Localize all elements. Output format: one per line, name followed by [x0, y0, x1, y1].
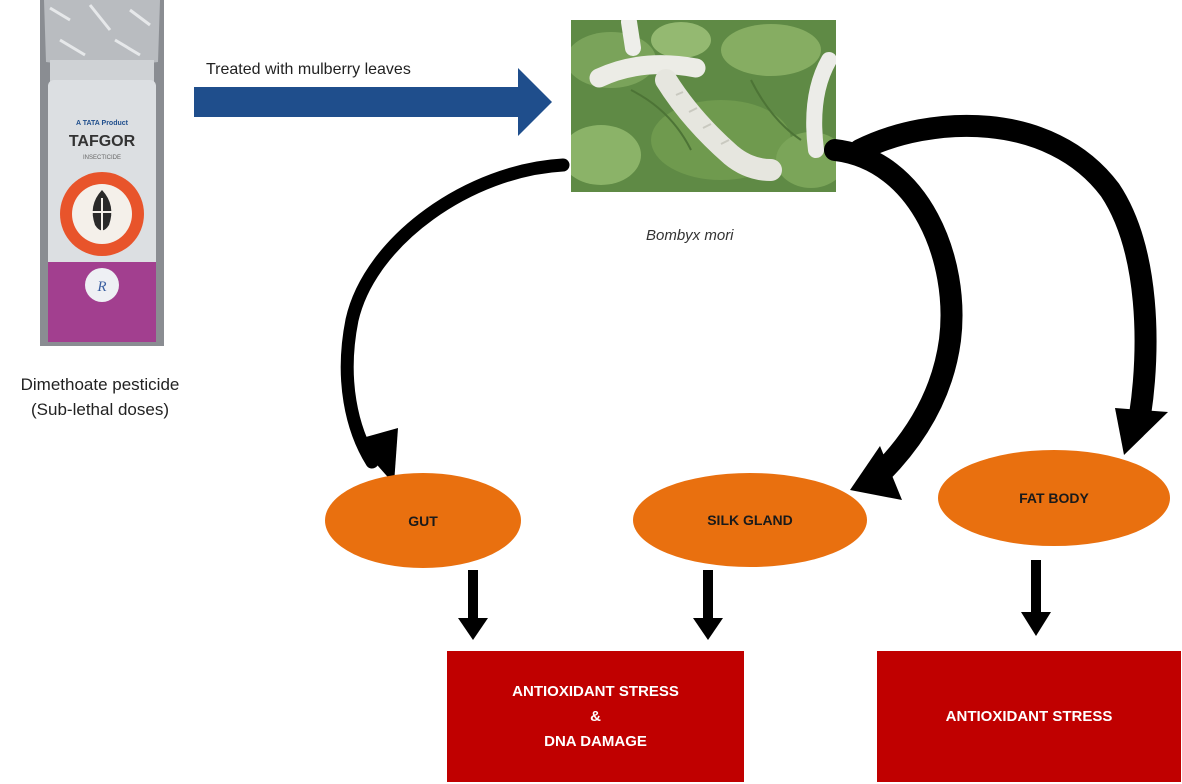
outcome-left-line1: ANTIOXIDANT STRESS: [512, 683, 679, 700]
down-arrow-gut: [458, 570, 488, 640]
organ-gut-label: GUT: [408, 512, 438, 529]
pesticide-caption-line2: (Sub-lethal doses): [31, 400, 169, 419]
curved-arrow-to-silk-gland: [824, 139, 963, 500]
svg-text:R: R: [96, 279, 106, 295]
outcome-left-line3: DNA DAMAGE: [544, 733, 647, 750]
bottle-brand-small: A TATA Product: [76, 120, 129, 127]
organ-fat-body: FAT BODY: [938, 450, 1170, 546]
pesticide-caption-line1: Dimethoate pesticide: [20, 375, 180, 394]
outcome-antioxidant-dna: ANTIOXIDANT STRESS & DNA DAMAGE: [447, 651, 744, 782]
curved-arrow-to-fat-body: [849, 114, 1168, 455]
silkworm-image: [571, 20, 836, 192]
pesticide-bottle-image: A TATA Product TAFGOR INSECTICIDE R: [40, 0, 164, 346]
pesticide-caption: Dimethoate pesticide (Sub-lethal doses): [0, 372, 200, 422]
organ-silk-gland: SILK GLAND: [633, 473, 867, 567]
treatment-label: Treated with mulberry leaves: [206, 61, 411, 78]
curved-arrow-to-gut: [340, 158, 570, 484]
down-arrow-silk-gland: [693, 570, 723, 640]
organ-fat-body-label: FAT BODY: [1019, 490, 1089, 506]
bottle-brand: TAFGOR: [69, 133, 136, 150]
bottle-brand-sub: INSECTICIDE: [83, 155, 121, 161]
outcome-antioxidant: ANTIOXIDANT STRESS: [877, 651, 1181, 782]
species-label: Bombyx mori: [646, 227, 734, 244]
organ-gut: GUT: [325, 473, 521, 568]
organ-silk-gland-label: SILK GLAND: [707, 512, 793, 528]
outcome-right-label: ANTIOXIDANT STRESS: [945, 708, 1113, 725]
outcome-left-line2: &: [590, 708, 601, 725]
down-arrow-fat-body: [1021, 560, 1051, 636]
